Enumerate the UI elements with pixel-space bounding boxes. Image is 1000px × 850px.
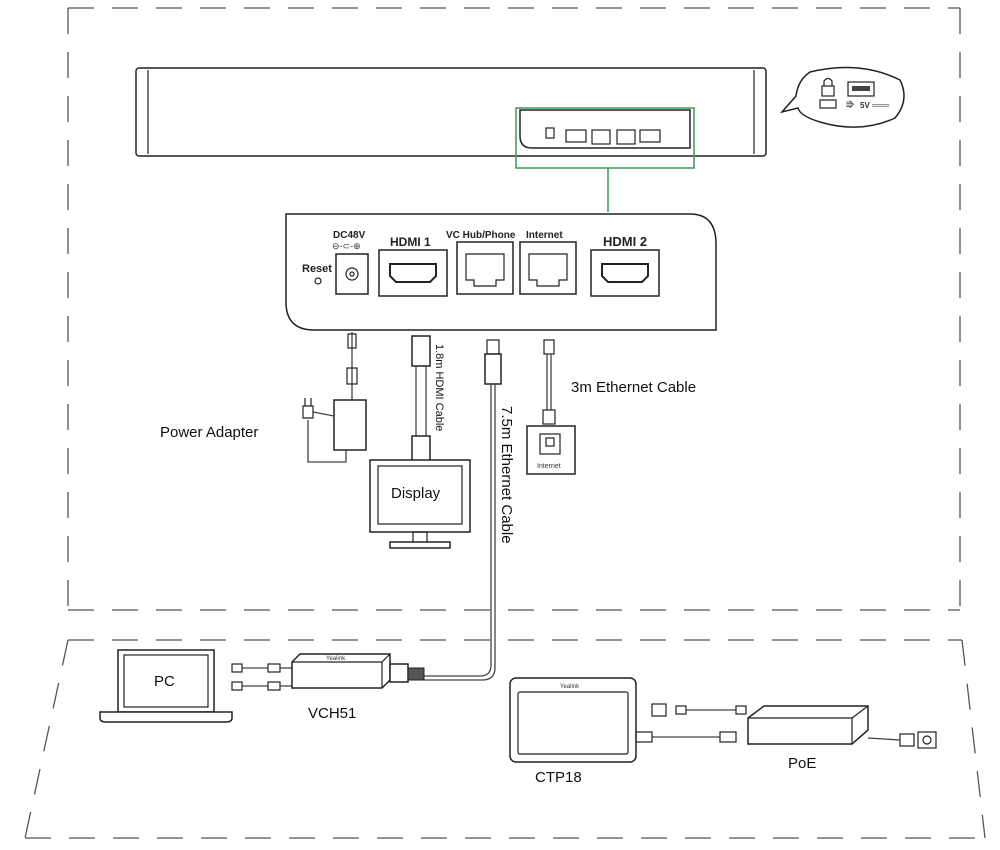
ethernet-long-label: 7.5m Ethernet Cable <box>498 406 515 544</box>
power-outlet-icon <box>917 731 937 749</box>
usb-port-icon <box>847 81 875 97</box>
hdmi2-label: HDMI 2 <box>603 234 647 249</box>
ctp18-label: CTP18 <box>535 769 582 786</box>
hdmi1-label: HDMI 1 <box>390 235 431 249</box>
dc-power-port <box>335 253 369 295</box>
rear-panel-enlarged: Reset DC48V ⊖-⊂-⊕ HDMI 1 VC Hub/Phone In… <box>285 213 717 331</box>
internet-label: Internet <box>526 230 563 241</box>
vch51-brand: Yealink <box>326 656 346 662</box>
room-boundary-upper <box>67 7 961 611</box>
polarity-icon: ⊖-⊂-⊕ <box>332 241 361 251</box>
poe-injector <box>747 705 937 749</box>
hdmi-cable <box>411 335 431 463</box>
vc-hub-port <box>456 241 514 295</box>
table-boundary-lower <box>24 639 986 839</box>
internet-wall-jack <box>526 425 576 475</box>
ethernet-cable-long <box>424 339 502 681</box>
vch51-hub <box>291 653 425 689</box>
poe-cables <box>635 703 747 743</box>
hdmi2-port <box>590 249 660 297</box>
wall-jack-label: Internet <box>537 463 561 470</box>
ctp18-brand: Yealink <box>560 684 580 690</box>
ethernet-cable-short <box>542 339 556 425</box>
display <box>369 459 471 549</box>
usb-icon: ⭆ <box>846 100 854 110</box>
reset-label: Reset <box>302 263 332 275</box>
video-bar <box>135 67 767 157</box>
pc-laptop <box>99 649 233 723</box>
usb-spec-label: 5V ═══ <box>860 101 889 110</box>
vch51-label: VCH51 <box>308 705 356 722</box>
vc-hub-label: VC Hub/Phone <box>446 230 516 241</box>
poe-label: PoE <box>788 755 816 772</box>
zoom-highlight <box>515 107 695 212</box>
internet-port <box>519 241 577 295</box>
power-adapter-label: Power Adapter <box>160 424 258 441</box>
hdmi1-port <box>378 249 448 297</box>
dc-in-label: DC48V <box>333 230 366 241</box>
pc-label: PC <box>154 673 175 690</box>
side-ports-bubble: ⭆ 5V ═══ <box>779 66 905 128</box>
display-label: Display <box>391 485 441 502</box>
reset-button <box>314 277 322 285</box>
pc-usb-cables <box>231 663 292 691</box>
lock-icon <box>821 77 835 97</box>
ctp18-touch-panel <box>509 677 637 763</box>
hdmi-cable-label: 1.8m HDMI Cable <box>433 344 445 431</box>
power-adapter <box>302 332 367 463</box>
ethernet-short-label: 3m Ethernet Cable <box>571 379 696 396</box>
